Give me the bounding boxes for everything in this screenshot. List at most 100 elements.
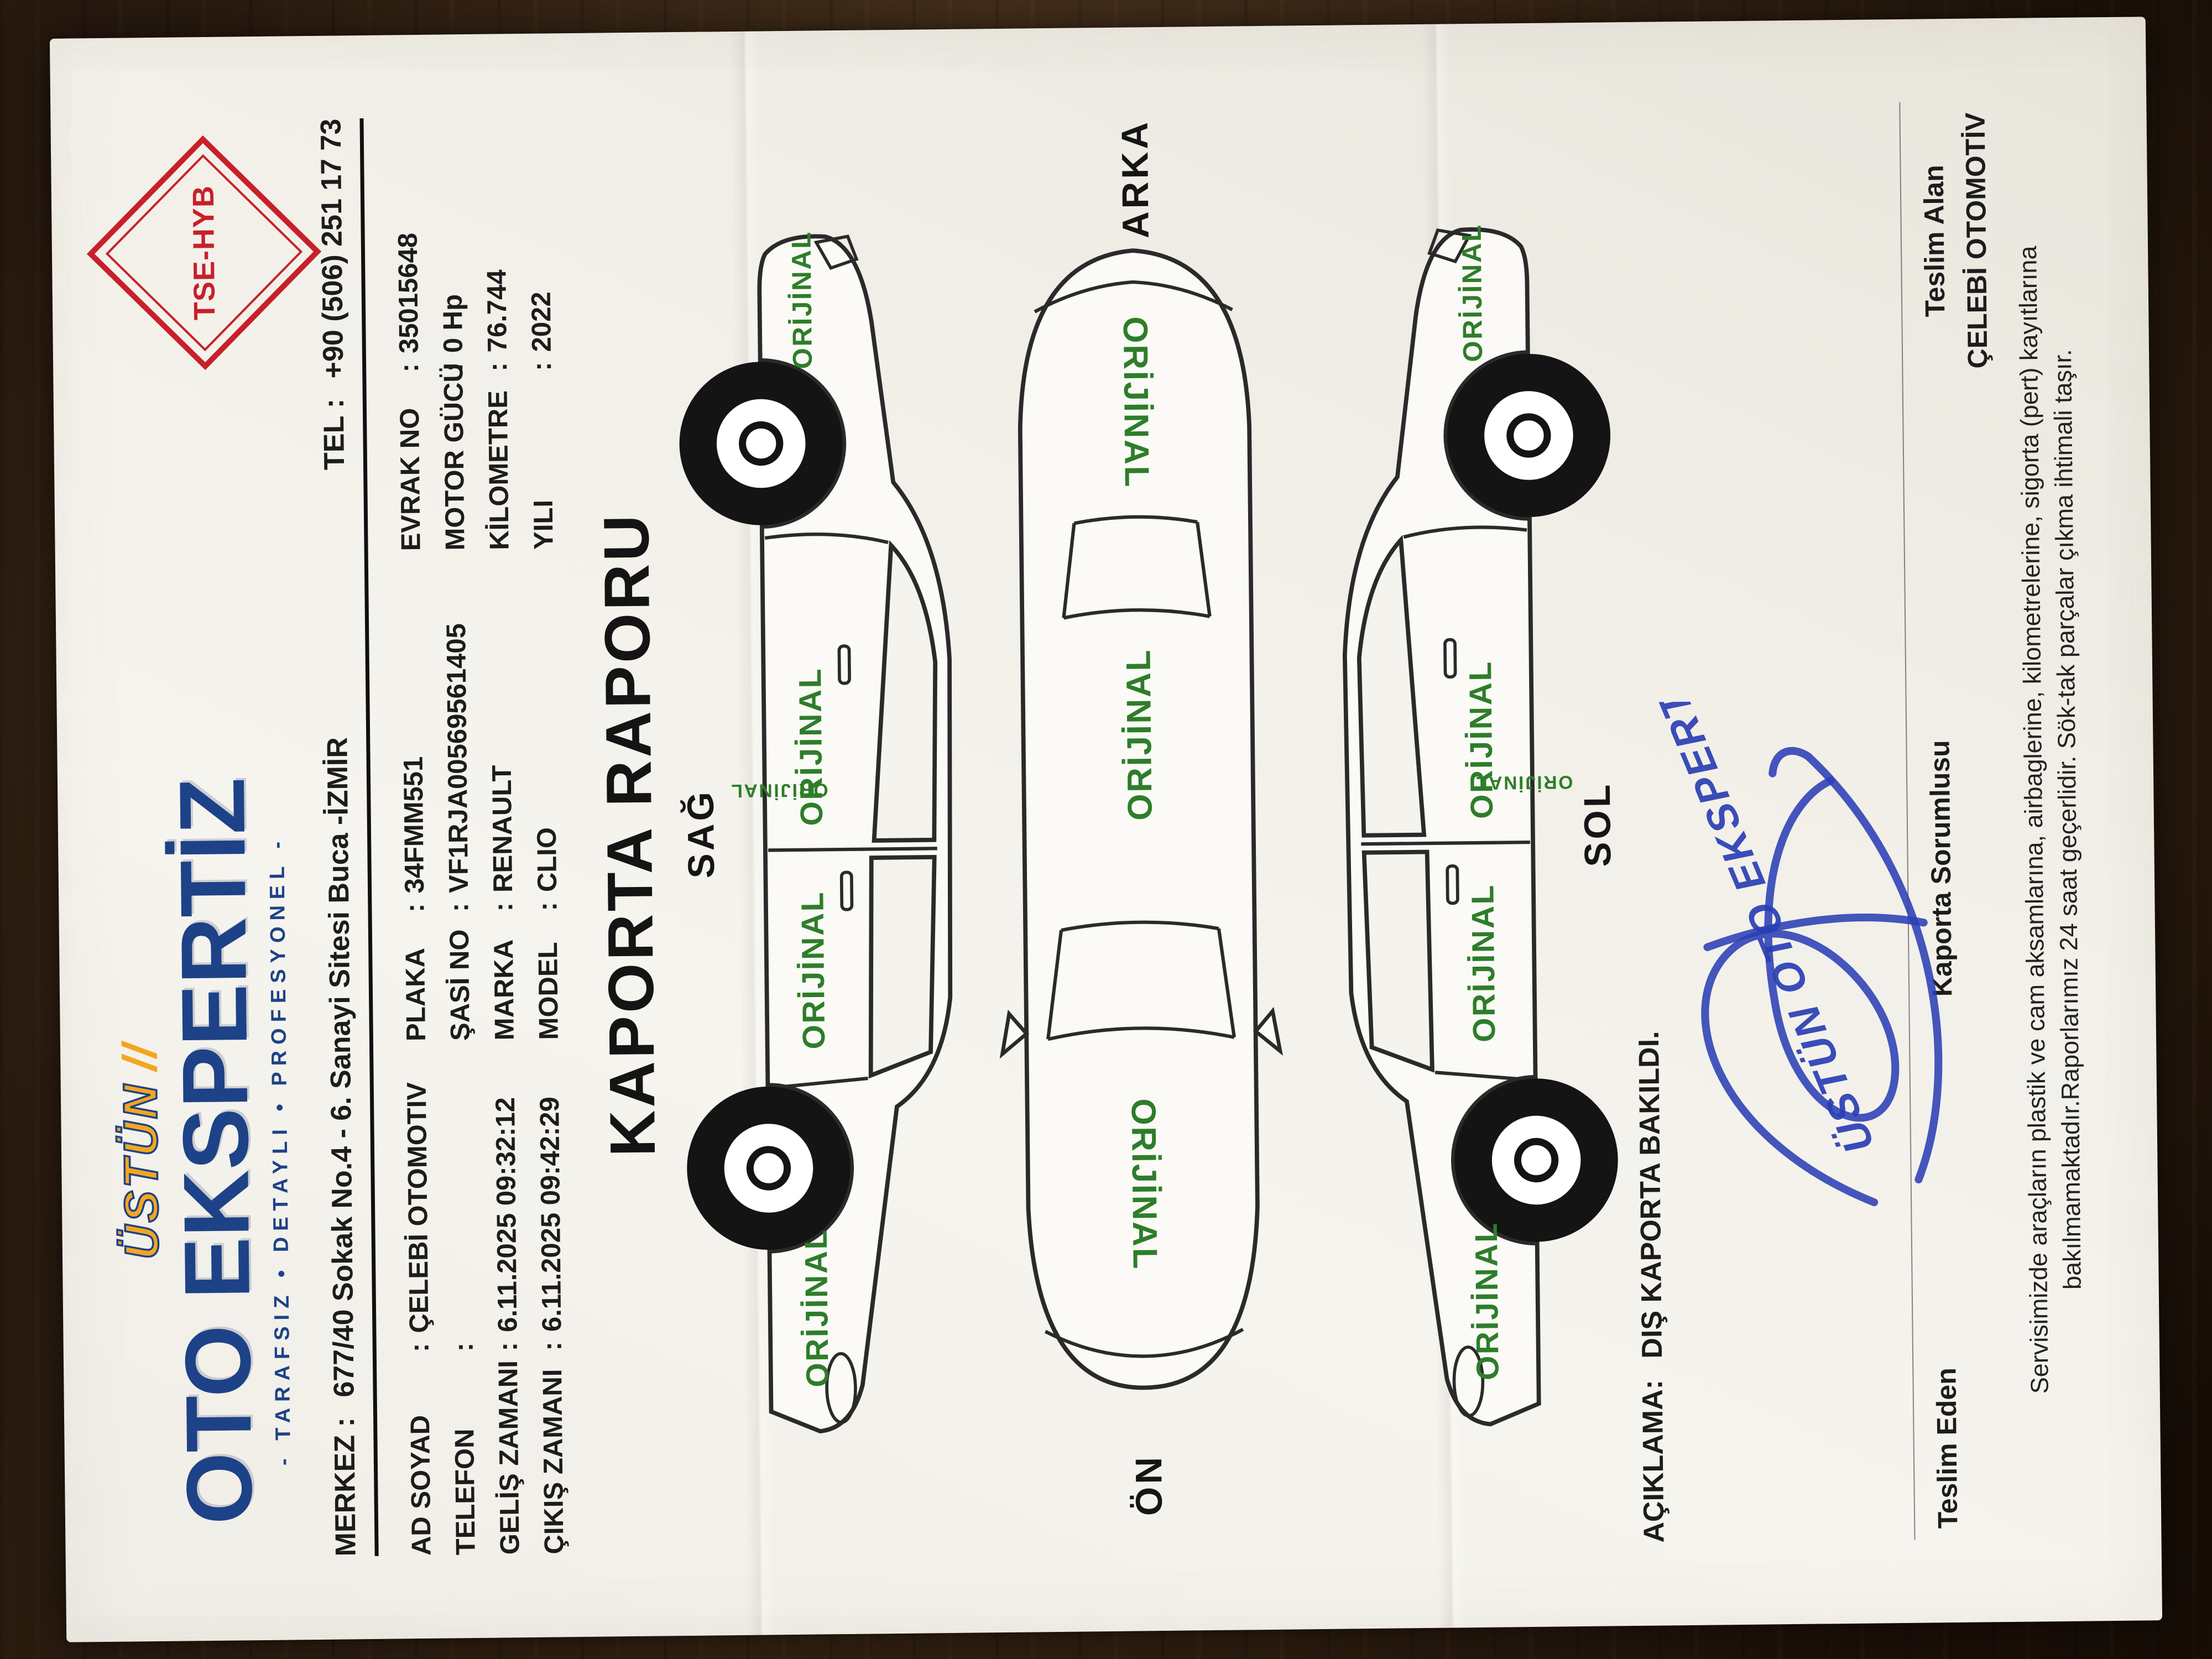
company-logo: ÜSTÜN // OTO EKSPERTİZ - TARAFSIZ • DETA… bbox=[110, 777, 296, 1526]
field-yili: YILI : 2022 bbox=[517, 116, 566, 550]
report-content: ÜSTÜN // OTO EKSPERTİZ - TARAFSIZ • DETA… bbox=[50, 17, 2162, 1642]
teslim-alan-value: ÇELEBİ OTOMOTİV bbox=[1959, 112, 1994, 369]
field-separator: : bbox=[448, 1342, 479, 1352]
field-plaka: PLAKA : 34FMM551 bbox=[389, 584, 439, 1041]
field-value: 35015648 bbox=[393, 232, 424, 354]
side-mirror-icon bbox=[1253, 1006, 1284, 1056]
merkez-value: 677/40 Sokak No.4 - 6. Sanayi Sitesi Buc… bbox=[321, 737, 361, 1398]
address-line: MERKEZ : 677/40 Sokak No.4 - 6. Sanayi S… bbox=[314, 118, 379, 1557]
status-left-rocker: ORİJİNAL bbox=[1474, 771, 1573, 793]
tel-label: TEL : bbox=[317, 398, 351, 471]
badge-label: TSE-HYB bbox=[186, 185, 222, 321]
report-title: KAPORTA RAPORU bbox=[589, 512, 669, 1157]
status-roof: ORİJİNAL bbox=[1119, 649, 1159, 821]
vehicle-info-grid: AD SOYAD : ÇELEBİ OTOMOTIV TELEFON : GEL… bbox=[384, 116, 576, 1556]
signature-ink: ÜSTÜN OTO EKSPERTİZ bbox=[1632, 643, 1943, 1207]
teslim-eden-label: Teslim Eden bbox=[1931, 1368, 1964, 1529]
field-label: EVRAK NO bbox=[394, 408, 426, 551]
field-value: CLIO bbox=[531, 827, 563, 893]
car-damage-diagram: SAĞ ÖN ARKA SOL ORİJİNAL ORİJİNAL ORİJİN… bbox=[669, 119, 1629, 1516]
teslim-alan-block: Teslim Alan ÇELEBİ OTOMOTİV bbox=[1917, 112, 1994, 369]
logo-main-text: OTO EKSPERTİZ bbox=[159, 777, 272, 1525]
status-trunk: ORİJİNAL bbox=[1116, 316, 1156, 488]
field-marka: MARKA : RENAULT bbox=[478, 583, 527, 1040]
tse-hyb-badge: TSE-HYB bbox=[86, 135, 322, 371]
status-left-rear-quarter: ORİJİNAL bbox=[1456, 223, 1488, 362]
field-label: MODEL bbox=[533, 942, 564, 1040]
field-label: AD SOYAD bbox=[405, 1415, 437, 1556]
car-left-side-view: ORİJİNAL ORİJİNAL ORİJİNAL ORİJİNAL ORİJ… bbox=[1340, 222, 1602, 1426]
label-right-side: SAĞ bbox=[680, 789, 723, 879]
merkez-label: MERKEZ : bbox=[328, 1417, 362, 1557]
logo-ustun-text: ÜSTÜN bbox=[113, 1081, 170, 1261]
field-separator: : bbox=[483, 362, 513, 372]
field-value: 2022 bbox=[526, 291, 557, 352]
status-right-rear-door: ORİJİNAL bbox=[792, 667, 830, 826]
teslim-alan-label: Teslim Alan bbox=[1918, 164, 1951, 317]
field-label: MOTOR GÜCÜ bbox=[439, 362, 471, 551]
aciklama-label: AÇIKLAMA: bbox=[1636, 1379, 1671, 1543]
field-separator: : bbox=[404, 1343, 435, 1353]
status-left-front-fender: ORİJİNAL bbox=[1469, 1222, 1506, 1380]
status-right-front-fender: ORİJİNAL bbox=[799, 1229, 836, 1387]
field-motor-gucu: MOTOR GÜCÜ : 0 Hp bbox=[429, 117, 477, 551]
field-value: 6.11.2025 09:32:12 bbox=[491, 1097, 523, 1333]
field-sasi-no: ŞASİ NO : VF1RJA00569561405 bbox=[434, 583, 483, 1041]
field-ad-soyad: AD SOYAD : ÇELEBİ OTOMOTIV bbox=[395, 1074, 444, 1556]
field-value: 0 Hp bbox=[437, 294, 468, 353]
signature-stamp-text: ÜSTÜN OTO EKSPERTİZ bbox=[1640, 699, 1884, 1160]
field-telefon: TELEFON : bbox=[439, 1074, 488, 1556]
field-separator: : bbox=[444, 902, 474, 912]
field-value: 6.11.2025 09:42:29 bbox=[535, 1096, 567, 1332]
report-header: ÜSTÜN // OTO EKSPERTİZ - TARAFSIZ • DETA… bbox=[86, 119, 322, 1558]
field-value: VF1RJA00569561405 bbox=[441, 623, 474, 894]
field-evrak-no: EVRAK NO : 35015648 bbox=[384, 118, 433, 551]
field-gelis-zamani: GELİŞ ZAMANI : 6.11.2025 09:32:12 bbox=[483, 1073, 533, 1555]
field-separator: : bbox=[488, 902, 519, 912]
field-value: 76.744 bbox=[482, 269, 513, 353]
car-top-view: ORİJİNAL ORİJİNAL ORİJİNAL bbox=[999, 248, 1284, 1390]
status-right-rocker: ORİJİNAL bbox=[730, 779, 828, 801]
document-info-column: EVRAK NO : 35015648 MOTOR GÜCÜ : 0 Hp Kİ… bbox=[384, 116, 566, 551]
field-value: 34FMM551 bbox=[398, 756, 430, 894]
field-kilometre: KİLOMETRE : 76.744 bbox=[473, 117, 521, 550]
logo-slashes-icon: // bbox=[113, 1044, 167, 1071]
customer-info-column: AD SOYAD : ÇELEBİ OTOMOTIV TELEFON : GEL… bbox=[395, 1073, 577, 1556]
signature-area: ÜSTÜN OTO EKSPERTİZ bbox=[1632, 643, 1984, 1282]
status-left-front-door: ORİJİNAL bbox=[1465, 884, 1502, 1042]
report-footer-area: AÇIKLAMA: DIŞ KAPORTA BAKILDI. ÜSTÜN OTO… bbox=[1623, 101, 2093, 1543]
field-label: PLAKA bbox=[400, 947, 431, 1042]
field-label: KİLOMETRE bbox=[483, 390, 515, 550]
field-label: YILI bbox=[528, 499, 559, 550]
field-value: RENAULT bbox=[487, 765, 519, 893]
field-separator: : bbox=[533, 901, 563, 911]
field-separator: : bbox=[400, 903, 430, 913]
label-rear: ARKA bbox=[1114, 119, 1157, 239]
field-separator: : bbox=[493, 1342, 523, 1352]
side-mirror-icon bbox=[999, 1009, 1030, 1059]
status-right-front-door: ORİJİNAL bbox=[795, 891, 832, 1050]
field-cikis-zamani: ÇIKIŞ ZAMANI : 6.11.2025 09:42:29 bbox=[528, 1073, 577, 1554]
field-label: TELEFON bbox=[450, 1428, 481, 1556]
status-right-rear-quarter: ORİJİNAL bbox=[786, 231, 818, 369]
car-right-side-view: ORİJİNAL ORİJİNAL ORİJİNAL ORİJİNAL ORİJ… bbox=[696, 229, 957, 1432]
tel-block: TEL : +90 (506) 251 17 73 bbox=[314, 118, 351, 470]
status-left-rear-door: ORİJİNAL bbox=[1463, 660, 1500, 819]
tel-value: +90 (506) 251 17 73 bbox=[315, 118, 350, 379]
merkez-block: MERKEZ : 677/40 Sokak No.4 - 6. Sanayi S… bbox=[321, 737, 363, 1557]
expertise-report-paper: ÜSTÜN // OTO EKSPERTİZ - TARAFSIZ • DETA… bbox=[49, 17, 2163, 1642]
field-separator: : bbox=[537, 1341, 567, 1351]
field-separator: : bbox=[394, 363, 425, 373]
field-separator: : bbox=[527, 362, 557, 372]
vehicle-id-column: PLAKA : 34FMM551 ŞASİ NO : VF1RJA0056956… bbox=[389, 582, 571, 1041]
label-left-side: SOL bbox=[1577, 781, 1619, 867]
label-front: ÖN bbox=[1128, 1454, 1170, 1516]
field-label: ÇIKIŞ ZAMANI bbox=[538, 1369, 570, 1554]
status-hood: ORİJİNAL bbox=[1124, 1098, 1164, 1270]
field-model: MODEL : CLIO bbox=[522, 582, 571, 1040]
field-separator: : bbox=[439, 362, 469, 372]
disclaimer-text: Servisimizde araçların plastik ve cam ak… bbox=[2013, 246, 2086, 1394]
field-label: GELİŞ ZAMANI bbox=[493, 1360, 525, 1555]
field-label: MARKA bbox=[489, 939, 520, 1041]
